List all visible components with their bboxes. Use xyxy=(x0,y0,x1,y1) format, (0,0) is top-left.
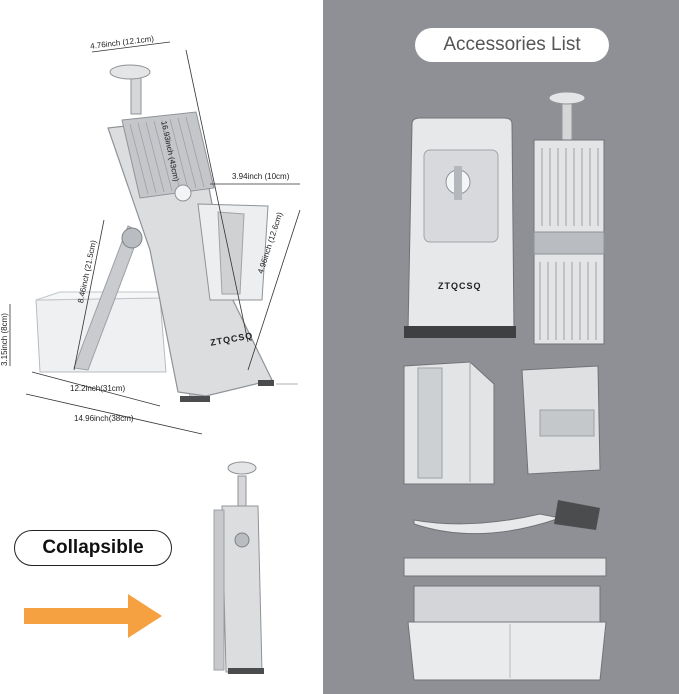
collapsible-label: Collapsible xyxy=(14,530,172,566)
accessory-blade-holder xyxy=(404,117,516,338)
dim-cup-width: 3.94inch (10cm) xyxy=(232,172,290,181)
main-slicer-illustration xyxy=(35,64,274,402)
dim-container-height: 3.15inch (8cm) xyxy=(0,313,9,366)
dim-depth-total: 14.96inch(38cm) xyxy=(74,414,134,423)
dim-depth-inner: 12.2inch(31cm) xyxy=(70,384,126,393)
accessory-grater xyxy=(403,361,495,485)
accessories-title: Accessories List xyxy=(415,28,609,62)
accessory-julienne-blade xyxy=(533,91,605,345)
accessory-storage-container xyxy=(407,585,607,681)
accessory-food-cup xyxy=(521,365,601,475)
arrow-icon xyxy=(24,594,162,638)
collapsed-slicer-illustration xyxy=(213,461,264,674)
brand-logo-holder: ZTQCSQ xyxy=(438,281,482,291)
accessory-container-lid xyxy=(403,557,607,577)
dimension-lines xyxy=(9,41,301,435)
accessory-cleaning-brush xyxy=(413,500,600,535)
accessories-panel xyxy=(323,0,679,694)
